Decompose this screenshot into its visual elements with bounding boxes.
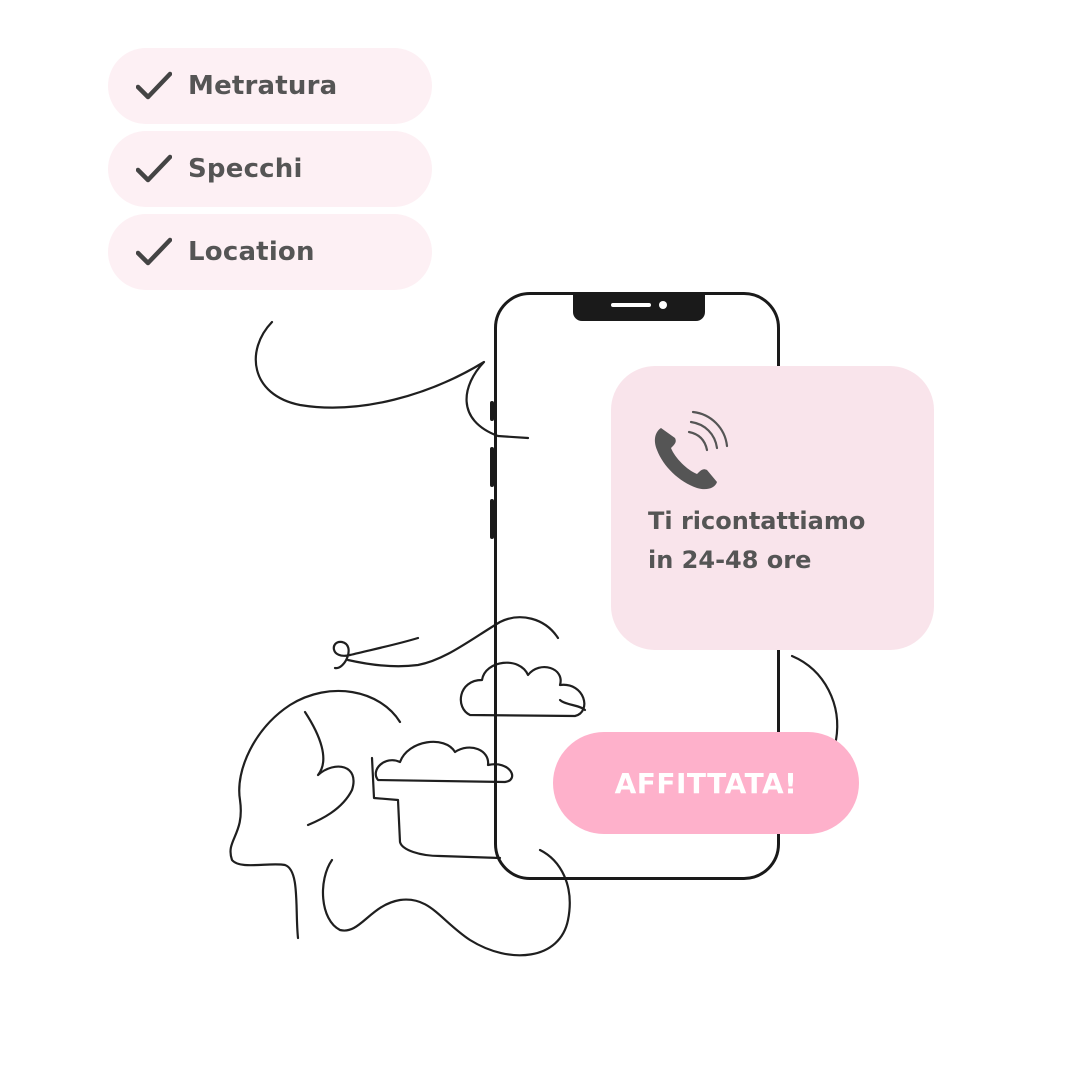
checklist-label: Location <box>188 237 315 267</box>
cloud-small <box>374 740 514 784</box>
mute-switch <box>490 401 494 421</box>
checklist-label: Metratura <box>188 71 338 101</box>
phone-notch <box>573 292 705 321</box>
speaker-slot <box>611 303 651 307</box>
checkmark-icon <box>136 154 172 183</box>
checklist-label: Specchi <box>188 154 303 184</box>
head-outline <box>229 689 402 940</box>
hair-swirl <box>332 616 560 670</box>
contact-message: Ti ricontattiamo in 24-48 ore <box>648 502 908 580</box>
cloud-large <box>459 661 586 718</box>
checklist-item-specchi: Specchi <box>108 131 432 207</box>
phone-ringing-icon <box>654 410 729 490</box>
body-curve <box>321 848 571 957</box>
checkmark-icon <box>136 71 172 100</box>
front-camera <box>659 301 667 309</box>
contact-line-1: Ti ricontattiamo <box>648 507 866 535</box>
checkmark-icon <box>136 237 172 266</box>
connector-line-top <box>254 320 530 440</box>
rented-button[interactable]: AFFITTATA! <box>553 732 859 834</box>
shoulder-line <box>558 698 587 712</box>
hair-inner <box>303 710 355 827</box>
cheek-stroke <box>370 756 502 860</box>
contact-card: Ti ricontattiamo in 24-48 ore <box>611 366 934 650</box>
volume-up-button <box>490 447 494 487</box>
contact-line-2: in 24-48 ore <box>648 546 812 574</box>
checklist-item-metratura: Metratura <box>108 48 432 124</box>
connector-line-right <box>790 654 839 742</box>
checklist-item-location: Location <box>108 214 432 290</box>
feature-checklist: Metratura Specchi Location <box>108 48 432 297</box>
volume-down-button <box>490 499 494 539</box>
